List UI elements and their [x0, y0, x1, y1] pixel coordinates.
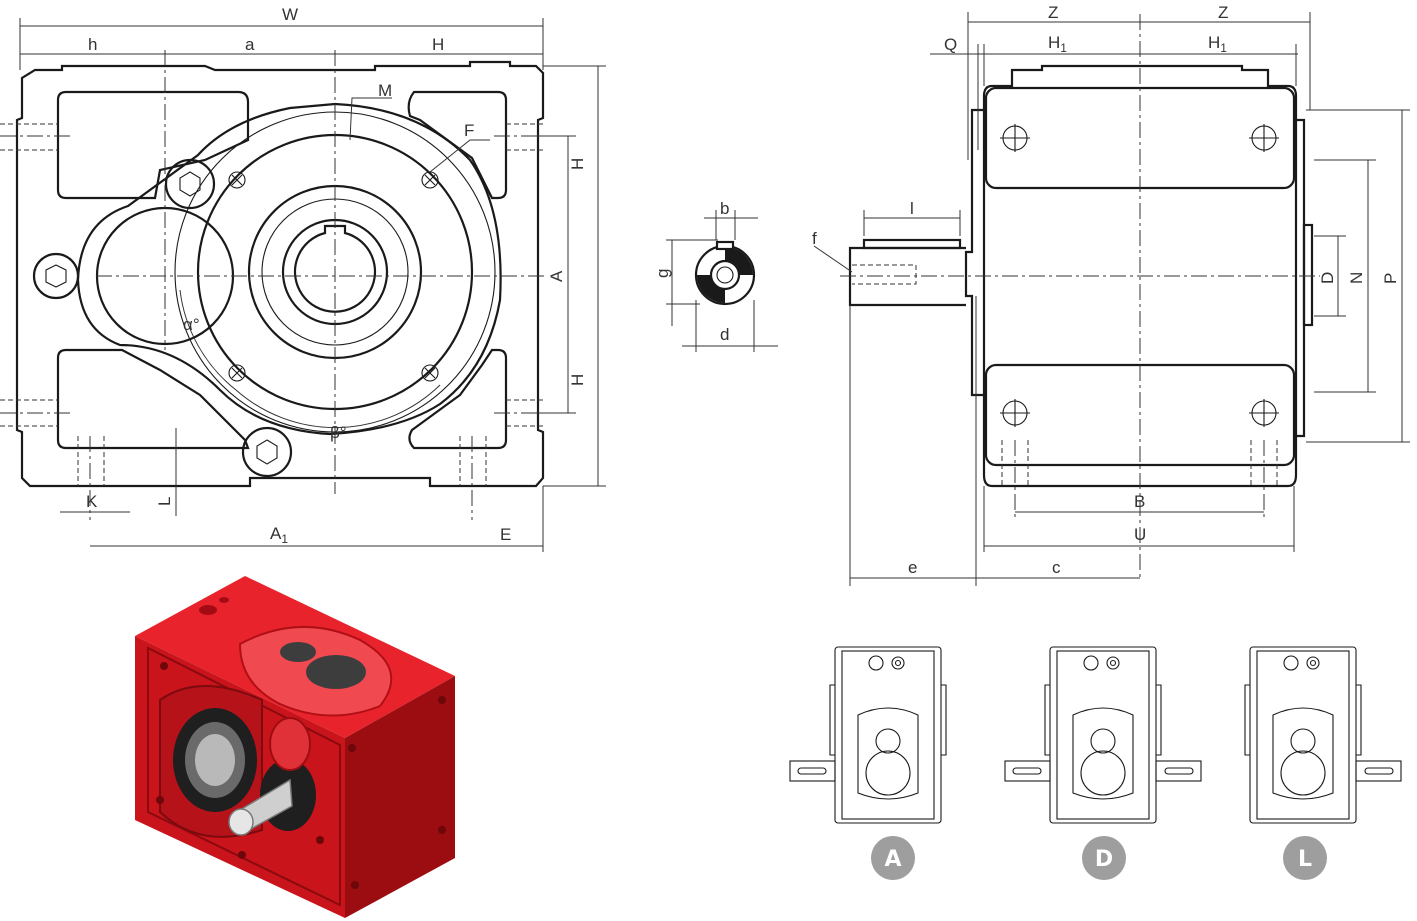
shaft-detail: b g d — [653, 199, 778, 352]
front-dimension-labels: W h a H M F H A H α° β° K L A1 E — [86, 5, 587, 546]
hex-plug-icon — [256, 439, 278, 465]
dim-label-D: D — [1318, 272, 1337, 284]
shaft-key — [715, 240, 735, 251]
front-bore-keyway — [293, 224, 377, 313]
dim-label-H-top: H — [432, 35, 444, 54]
render-top-plug-small — [280, 642, 316, 662]
front-center-lines — [0, 50, 545, 520]
variant-badge-D: D — [1082, 836, 1126, 880]
dim-label-H-upper: H — [568, 158, 587, 170]
front-pocket-upper-left — [56, 90, 250, 200]
dim-label-b: b — [720, 199, 729, 218]
dim-label-A: A — [547, 270, 566, 282]
front-pocket-upper-right — [407, 90, 508, 200]
variant-letter-L: L — [1298, 847, 1312, 872]
dim-label-e: e — [908, 558, 917, 577]
dim-label-F: F — [464, 121, 474, 140]
hex-plug-icon — [179, 171, 201, 197]
dim-label-Q: Q — [944, 35, 957, 54]
mounting-variant-A — [789, 646, 947, 824]
front-pocket-lower-right — [408, 348, 508, 450]
hex-plug-icon — [45, 264, 67, 288]
dim-label-Z-left: Z — [1048, 3, 1058, 22]
dim-label-E: E — [500, 525, 511, 544]
dim-label-Z-right: Z — [1218, 3, 1228, 22]
dim-label-A1: A1 — [270, 524, 288, 546]
dim-label-M: M — [378, 81, 392, 100]
dim-label-K: K — [86, 492, 98, 511]
dim-label-U: U — [1134, 525, 1146, 544]
dim-label-H1-left: H1 — [1048, 33, 1067, 55]
dim-label-W: W — [282, 5, 298, 24]
front-plug-boss-top — [164, 158, 216, 210]
dim-label-beta: β° — [330, 423, 347, 442]
front-hidden-holes — [0, 123, 543, 486]
variant-badge-A: A — [871, 836, 915, 880]
variant-letter-A: A — [884, 847, 901, 872]
dim-label-f: f — [812, 229, 817, 248]
front-housing-outline — [15, 60, 545, 488]
front-flange-bolt-holes — [228, 171, 439, 382]
dim-label-H-lower: H — [568, 374, 587, 386]
dim-label-g: g — [653, 269, 672, 278]
dim-label-N: N — [1347, 272, 1366, 284]
dim-label-alpha: α° — [183, 315, 200, 334]
dim-label-h: h — [88, 35, 97, 54]
front-flange-contour — [76, 102, 502, 436]
dim-label-P: P — [1381, 273, 1400, 284]
dim-label-H1-right: H1 — [1208, 33, 1227, 55]
variant-letter-D: D — [1095, 847, 1113, 872]
dim-label-d: d — [720, 325, 729, 344]
dim-label-c: c — [1052, 558, 1061, 577]
mounting-variant-L — [1244, 646, 1402, 824]
side-seal-cap — [1302, 223, 1314, 327]
variant-badge-L: L — [1283, 836, 1327, 880]
side-center-lines — [840, 14, 1320, 580]
side-flange-left — [964, 108, 984, 397]
side-dimensions — [813, 12, 1410, 586]
front-view: W h a H M F H A H α° β° K L A1 E — [0, 5, 606, 552]
front-plug-boss-bottom — [241, 426, 293, 478]
side-view: Z Z Q H1 H1 l f D N P B U e c — [812, 3, 1410, 586]
dim-label-a: a — [245, 35, 255, 54]
dim-label-B: B — [1134, 492, 1145, 511]
dim-label-l: l — [910, 199, 914, 218]
dim-label-L: L — [155, 497, 174, 506]
side-dimension-labels: Z Z Q H1 H1 l f D N P B U e c — [812, 3, 1400, 577]
side-housing-outline — [982, 64, 1298, 488]
front-plug-boss-left — [32, 252, 80, 300]
mounting-variant-D — [1004, 646, 1202, 824]
gearbox-3d-render — [135, 576, 455, 918]
shaft-center-hole — [709, 259, 741, 291]
side-shaft-key — [862, 238, 962, 250]
side-bolt-holes — [1000, 124, 1279, 427]
render-top-plug-large — [306, 655, 366, 689]
side-flange-right — [1296, 118, 1306, 438]
render-bearing-inner — [195, 734, 235, 786]
front-dimensions — [19, 18, 606, 552]
render-side-face — [345, 676, 455, 918]
front-pocket-lower-left — [56, 348, 250, 450]
